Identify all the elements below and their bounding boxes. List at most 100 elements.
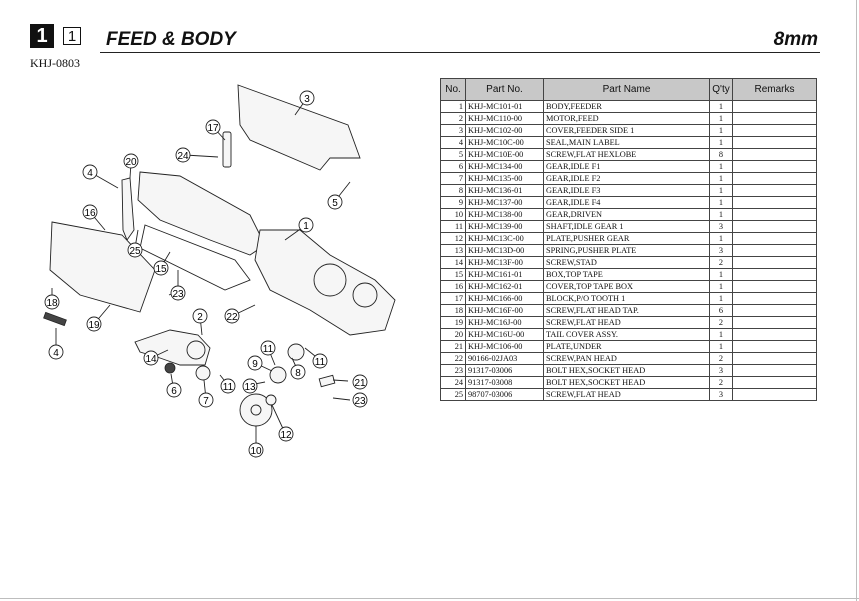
quantity: 1 (709, 208, 733, 221)
quantity: 1 (709, 328, 733, 341)
svg-text:23: 23 (354, 396, 366, 407)
part-number: KHJ-MC138-00 (465, 208, 544, 221)
parts-table-header: No. Part No. Part Name Q'ty Remarks (440, 78, 817, 101)
part-number: KHJ-MC16J-00 (465, 316, 544, 329)
svg-text:5: 5 (332, 198, 338, 209)
svg-text:3: 3 (304, 94, 310, 105)
part-name: TAIL COVER ASSY. (543, 328, 710, 341)
header-no: No. (440, 78, 466, 101)
callout-5: 5 (327, 194, 343, 210)
page-title: FEED & BODY (106, 29, 236, 50)
row-number: 23 (440, 364, 466, 377)
part-number: 91317-03006 (465, 364, 544, 377)
top-tape-cover-part (49, 221, 156, 313)
part-name: PLATE,UNDER (543, 340, 710, 353)
part-name: COVER,TOP TAPE BOX (543, 280, 710, 293)
quantity: 2 (709, 256, 733, 269)
part-number: KHJ-MC139-00 (465, 220, 544, 233)
part-number: KHJ-MC106-00 (465, 340, 544, 353)
remarks (732, 364, 817, 377)
section-number-badge: 1 (63, 27, 81, 45)
part-name: COVER,FEEDER SIDE 1 (543, 124, 710, 137)
remarks (732, 244, 817, 257)
svg-text:21: 21 (354, 378, 366, 389)
remarks (732, 124, 817, 137)
label-seal-part (43, 311, 67, 327)
remarks (732, 256, 817, 269)
part-name: MOTOR,FEED (543, 112, 710, 125)
row-number: 17 (440, 292, 466, 305)
quantity: 1 (709, 100, 733, 113)
quantity: 1 (709, 340, 733, 353)
remarks (732, 160, 817, 173)
part-number: KHJ-MC101-01 (465, 100, 544, 113)
callout-9: 9 (247, 355, 263, 371)
remarks (732, 100, 817, 113)
row-number: 19 (440, 316, 466, 329)
remarks (732, 112, 817, 125)
part-name: PLATE,PUSHER GEAR (543, 232, 710, 245)
page-edge-bottom (0, 598, 859, 599)
callout-15: 15 (153, 260, 169, 276)
row-number: 1 (440, 100, 466, 113)
svg-text:23: 23 (172, 289, 184, 300)
svg-text:11: 11 (263, 344, 274, 355)
remarks (732, 172, 817, 185)
quantity: 1 (709, 196, 733, 209)
row-number: 10 (440, 208, 466, 221)
callout-23: 23 (170, 285, 186, 301)
part-number: KHJ-MC134-00 (465, 160, 544, 173)
row-number: 18 (440, 304, 466, 317)
row-number: 15 (440, 268, 466, 281)
svg-text:12: 12 (280, 430, 292, 441)
remarks (732, 136, 817, 149)
page-number-badge: 1 (30, 24, 54, 48)
idle-gear-f4-part (269, 366, 287, 384)
row-number: 3 (440, 124, 466, 137)
row-number: 13 (440, 244, 466, 257)
callout-8: 8 (290, 364, 306, 380)
part-name: BODY,FEEDER (543, 100, 710, 113)
callout-7: 7 (198, 392, 214, 408)
header-part-name: Part Name (543, 78, 710, 101)
quantity: 1 (709, 292, 733, 305)
row-number: 25 (440, 388, 466, 401)
row-number: 22 (440, 352, 466, 365)
svg-text:20: 20 (125, 157, 137, 168)
quantity: 3 (709, 244, 733, 257)
svg-text:1: 1 (303, 221, 309, 232)
title-rule (100, 52, 820, 53)
row-number: 16 (440, 280, 466, 293)
feeder-body-part (254, 229, 396, 336)
callout-10: 10 (248, 442, 264, 458)
svg-text:16: 16 (84, 208, 96, 219)
part-name: BOLT HEX,SOCKET HEAD (543, 376, 710, 389)
remarks (732, 268, 817, 281)
row-number: 7 (440, 172, 466, 185)
header-part-no: Part No. (465, 78, 544, 101)
row-number: 12 (440, 232, 466, 245)
svg-text:9: 9 (252, 359, 258, 370)
part-number: 98707-03006 (465, 388, 544, 401)
remarks (732, 196, 817, 209)
part-number: KHJ-MC161-01 (465, 268, 544, 281)
row-number: 24 (440, 376, 466, 389)
quantity: 1 (709, 280, 733, 293)
callout-11a: 11 (220, 378, 236, 394)
quantity: 3 (709, 364, 733, 377)
row-number: 8 (440, 184, 466, 197)
quantity: 2 (709, 352, 733, 365)
svg-text:11: 11 (315, 357, 326, 368)
part-number: KHJ-MC102-00 (465, 124, 544, 137)
